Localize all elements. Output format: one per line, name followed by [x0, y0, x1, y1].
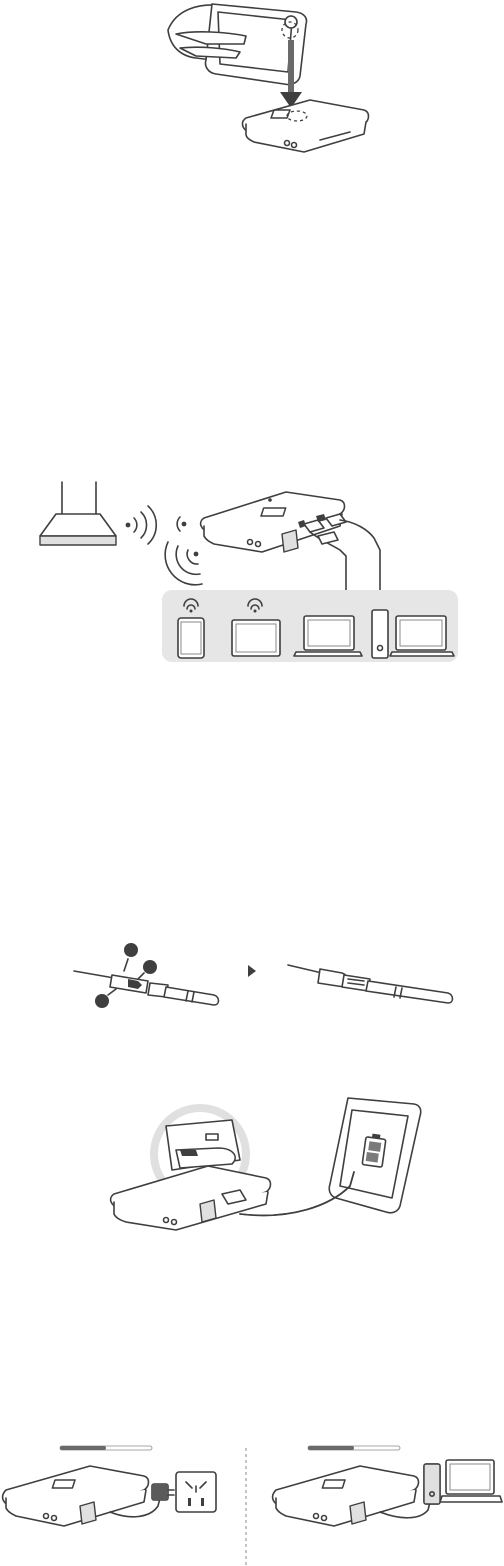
figure-charging-methods: [0, 1440, 504, 1566]
mobile-router-icon: [111, 1166, 271, 1230]
figure-nfc-pairing: [0, 0, 504, 160]
laptop-client-icon: [294, 616, 362, 656]
figure-cable-assembly: [0, 935, 504, 1015]
isp-router-icon: [40, 482, 116, 545]
power-outlet-icon: [176, 1472, 216, 1512]
charging-progress-bar-right: [308, 1446, 400, 1450]
figure-reverse-charging: [0, 1090, 504, 1240]
router-usb-charging-icon: [273, 1466, 430, 1526]
cable-attach-steps-icon: [74, 943, 219, 1008]
charging-progress-bar-left: [60, 1446, 152, 1450]
cable-assembled-icon: [288, 965, 453, 1003]
desktop-computer-icon: [424, 1460, 502, 1504]
router-device-icon: [243, 100, 369, 152]
downlink-wireless-icon: [165, 542, 202, 585]
wireless-signal-icon: [126, 506, 187, 544]
next-step-arrow-icon: [248, 965, 256, 977]
figure-network-connections: [0, 470, 504, 670]
desktop-client-icon: [372, 610, 454, 658]
phone-tap-on-router-icon: [168, 4, 307, 85]
phone-charging-from-router-icon: [329, 1098, 421, 1213]
